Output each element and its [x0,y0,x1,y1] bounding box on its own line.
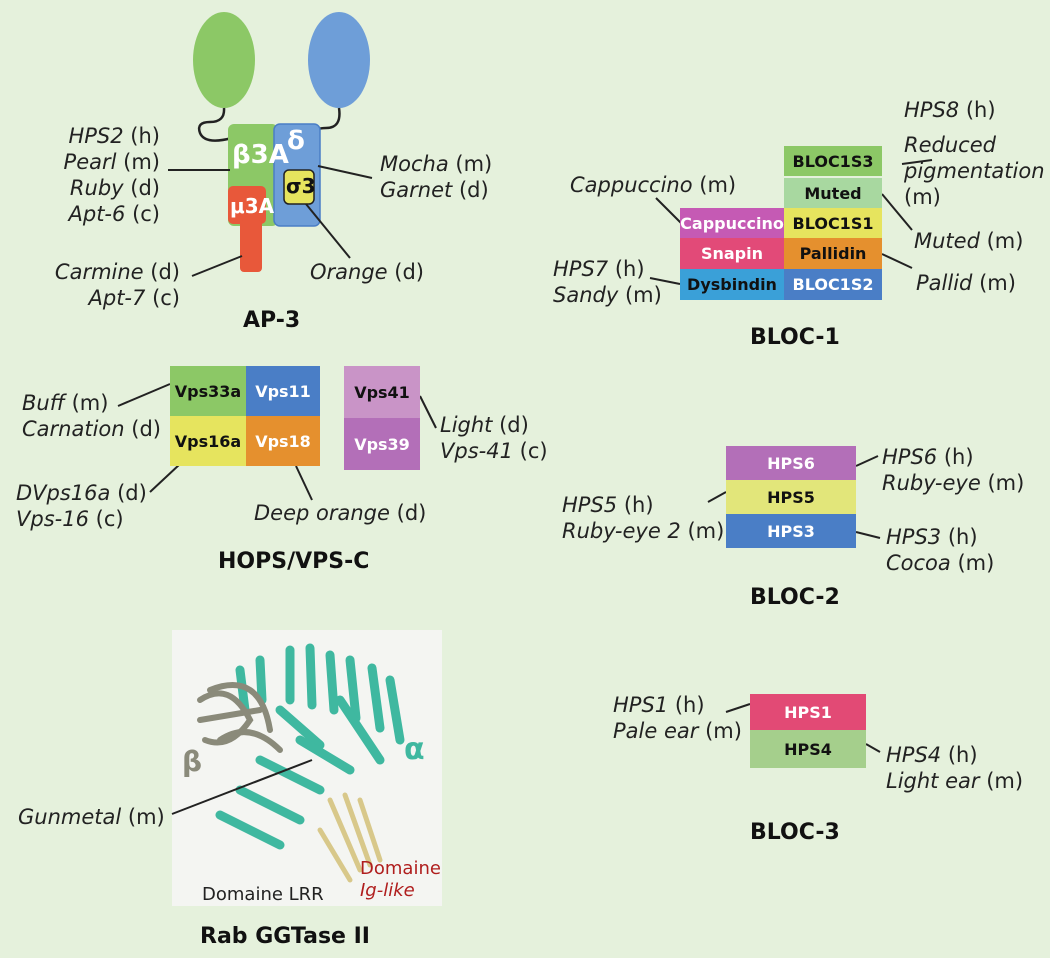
deep-orange-label: Deep orange (d) [254,501,427,525]
vps39-box: Vps39 [344,418,420,470]
lrr-domain-label: Domaine LRR [202,884,324,905]
bloc1s1-box: BLOC1S1 [784,208,882,238]
ap3-beta-label: β3A [232,140,289,170]
rab-beta-subunit [197,682,283,753]
ap3-delta-labels: Mocha (m) Garnet (d) [380,152,493,202]
hps6-box: HPS6 [726,446,856,480]
ap3-delta-ear [308,12,370,108]
dvps16a-labels: DVps16a (d) Vps-16 (c) [16,481,147,531]
pallid-label: Pallid (m) [916,271,1016,295]
snapin-box: Snapin [680,238,784,269]
hps5-labels: HPS5 (h) Ruby-eye 2 (m) [562,493,725,543]
bloc2-title: BLOC-2 [750,585,840,610]
rab-ig-domain [317,792,383,883]
muted-box: Muted [784,178,882,208]
ap3-sigma-label: σ3 [286,174,316,198]
ap3-mu-tail [240,220,262,272]
hps4-labels: HPS4 (h) Light ear (m) [886,743,1024,793]
hps3-labels: HPS3 (h) Cocoa (m) [886,525,995,575]
muted-label: Muted (m) [914,229,1024,253]
hps6-labels: HPS6 (h) Ruby-eye (m) [882,445,1025,495]
ap3-sigma-labels: Orange (d) [310,260,424,284]
ig-domain-label: Domaine Ig-like [360,858,441,901]
hps3-box: HPS3 [726,514,856,548]
rab-alpha-helices [215,643,405,850]
ap3-sigma-body [283,169,315,205]
hops-title: HOPS/VPS-C [218,549,370,574]
hps5-box: HPS5 [726,480,856,514]
ap3-title: AP-3 [243,308,301,333]
cappuccino-label: Cappuccino (m) [570,173,737,197]
gunmetal-label: Gunmetal (m) [18,805,165,829]
ap3-beta-ear [193,12,255,108]
cappuccino-box: Cappuccino [680,208,784,238]
hps4-box: HPS4 [750,730,866,768]
hps8-label: HPS8 (h) [904,98,996,122]
pallidin-box: Pallidin [784,238,882,269]
ap3-mu-label: μ3A [230,194,275,218]
hps1-labels: HPS1 (h) Pale ear (m) [613,693,742,743]
rab-title: Rab GGTase II [200,924,370,949]
buff-carnation-labels: Buff (m) Carnation (d) [22,391,161,441]
rab-alpha-label: α [404,732,425,767]
ap3-beta-hinge [197,107,233,142]
ap3-delta-label: δ [287,126,305,156]
bloc3-title: BLOC-3 [750,820,840,845]
bloc1-title: BLOC-1 [750,325,840,350]
bloc1s3-box: BLOC1S3 [784,146,882,176]
bloc1s2-box: BLOC1S2 [784,269,882,300]
hps7-sandy-labels: HPS7 (h) Sandy (m) [553,257,662,307]
vps33a-box: Vps33a [170,366,246,416]
ap3-beta-labels: HPS2 (h) Pearl (m) Ruby (d) Apt-6 (c) [63,124,160,226]
vps11-box: Vps11 [246,366,320,416]
vps16a-box: Vps16a [170,416,246,466]
ap3-mu-labels: Carmine (d) Apt-7 (c) [54,260,180,310]
vps18-box: Vps18 [246,416,320,466]
vps41-box: Vps41 [344,366,420,418]
reduced-pigmentation-label: Reduced pigmentation (m) [904,133,1045,209]
hps1-box: HPS1 [750,694,866,730]
ap3-mu-head [228,186,266,224]
dysbindin-box: Dysbindin [680,269,784,300]
light-labels: Light (d) Vps-41 (c) [440,413,548,463]
rab-beta-label: β [182,745,203,778]
